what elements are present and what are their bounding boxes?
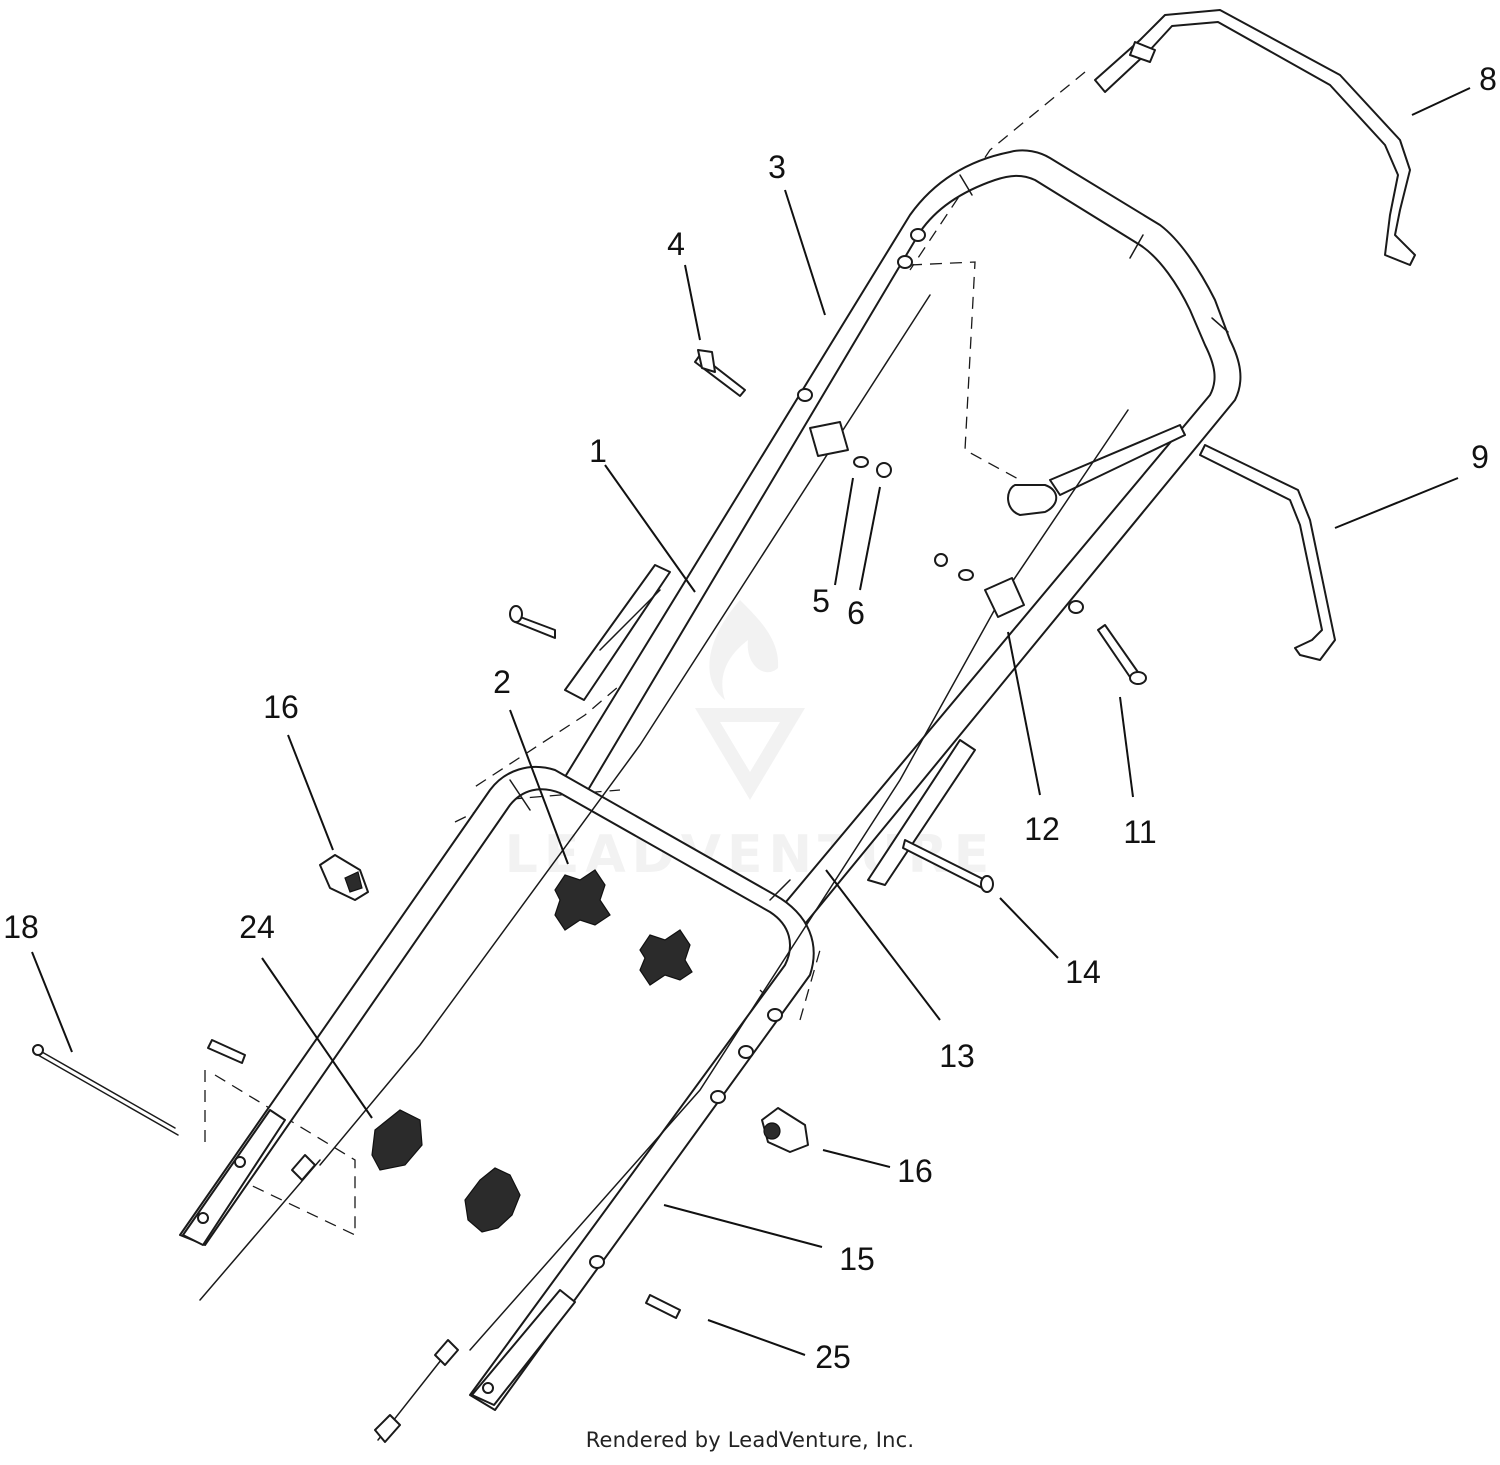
handle-knobs: [464, 869, 693, 1233]
callout-label: 14: [1065, 954, 1101, 990]
callout-label: 2: [493, 664, 511, 700]
callout-label: 4: [667, 226, 685, 262]
bail-bar: [1094, 9, 1416, 266]
callout-label: 16: [263, 689, 299, 725]
callout-label: 13: [939, 1038, 975, 1074]
upper-handle: [559, 149, 1242, 931]
cable-guide-lower: [867, 739, 994, 893]
cable-tie: [32, 1044, 179, 1136]
callout-label: 18: [3, 909, 39, 945]
callout-labels: 8 3 4 9 1 5 6 12 11 2 16 14 13 16 18 24 …: [3, 61, 1497, 1375]
callout-label: 5: [812, 583, 830, 619]
footer-credit: Rendered by LeadVenture, Inc.: [585, 1428, 915, 1452]
callout-label: 3: [768, 149, 786, 185]
callout-label: 8: [1479, 61, 1497, 97]
callout-label: 1: [589, 433, 607, 469]
control-rod: [1199, 444, 1336, 661]
control-switch: [371, 1109, 423, 1171]
callout-label: 12: [1024, 811, 1060, 847]
pin: [694, 349, 746, 397]
callout-label: 16: [897, 1153, 933, 1189]
leader-lines: [31, 87, 1471, 1356]
cable-ends: [291, 1154, 459, 1443]
cable-adjusters: [319, 854, 809, 1153]
cable-clamp-lower: [934, 553, 1025, 618]
carriage-bolt: [1097, 624, 1147, 685]
cable-guide: [509, 564, 671, 701]
callout-label: 24: [239, 909, 275, 945]
callout-label: 6: [847, 595, 865, 631]
control-cables: [199, 294, 1129, 1441]
callout-label: 15: [839, 1241, 875, 1277]
callout-label: 25: [815, 1339, 851, 1375]
hex-bolts: [207, 1039, 681, 1319]
cable-clamp-upper: [809, 421, 892, 478]
callout-label: 11: [1123, 814, 1156, 850]
callout-label: 9: [1471, 439, 1489, 475]
lower-handle: [179, 765, 815, 1411]
